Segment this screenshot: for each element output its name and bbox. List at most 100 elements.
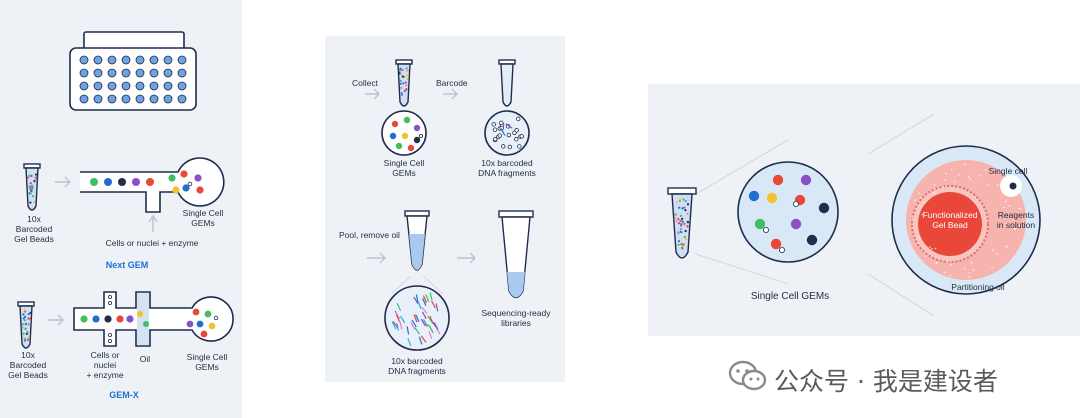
bead-dot — [806, 234, 818, 246]
bead-dot — [413, 136, 421, 144]
bead-dot — [26, 176, 29, 179]
sequencing-libraries-label: Sequencing-ready libraries — [481, 308, 551, 328]
bead-dot — [26, 338, 30, 341]
reagent-dot — [950, 263, 952, 266]
bead-dot — [678, 206, 681, 209]
reagent-dot — [991, 266, 993, 269]
chip-well — [107, 55, 117, 65]
bead-dot — [680, 223, 683, 226]
cell-ring — [108, 300, 113, 305]
reagent-dot — [1005, 222, 1008, 225]
bead-dot — [196, 320, 204, 328]
cell-ring — [491, 122, 496, 127]
arrow-right-icon — [367, 252, 386, 264]
bead-dot — [24, 327, 27, 330]
dna-fragment — [500, 128, 506, 136]
reagent-dot — [1006, 246, 1008, 248]
bead-dot — [21, 326, 24, 329]
bead-dot — [132, 178, 140, 186]
chip-well — [121, 81, 131, 91]
bead-dot — [30, 190, 33, 193]
bead-dot — [27, 317, 30, 320]
arrow-right-icon — [443, 88, 458, 100]
reagent-dot — [968, 272, 971, 274]
bead-dot — [748, 190, 760, 202]
gel-bead-tube-icon — [667, 187, 697, 259]
gel-beads-label: 10x Barcoded Gel Beads — [14, 214, 54, 244]
chip-workflow-panel: 10x Barcoded Gel Beads Single Cell GEMs … — [0, 0, 242, 418]
cells-enzyme-label: Cells or nuclei + enzyme — [86, 350, 124, 380]
dna-fragment — [425, 294, 430, 303]
reagent-dot — [943, 271, 946, 274]
chip-well — [149, 81, 159, 91]
gel-bead-tube-icon-1 — [23, 163, 41, 211]
dna-fragment — [420, 318, 426, 327]
bead-dot — [403, 89, 406, 93]
arrow-right-icon — [48, 314, 64, 326]
reagent-dot — [950, 168, 953, 171]
bead-dot — [137, 311, 143, 317]
next-gem-channel — [80, 157, 225, 232]
chip-well — [163, 55, 173, 65]
bead-dot — [679, 214, 683, 217]
bead-dot — [683, 235, 686, 239]
reagent-dot — [964, 267, 966, 270]
dna-fragment — [410, 321, 416, 330]
chip-well — [79, 94, 89, 104]
cells-enzyme-label: Cells or nuclei + enzyme — [105, 238, 199, 248]
single-cell-gems-label: Single Cell GEMs — [182, 208, 224, 228]
dna-fragment — [427, 315, 433, 323]
bead-dot — [399, 82, 402, 85]
chip-well — [93, 55, 103, 65]
bead-dot — [23, 315, 27, 318]
bead-dot — [29, 311, 32, 314]
bead-dot — [677, 232, 680, 235]
bead-dot — [772, 174, 784, 186]
chip-well — [177, 68, 187, 78]
cell-ring — [108, 294, 113, 299]
bead-dot — [104, 315, 112, 323]
dna-fragment — [396, 303, 402, 311]
bead-dot — [90, 178, 98, 186]
bead-dot — [681, 207, 684, 210]
reagent-dot — [918, 236, 921, 239]
dna-fragment — [428, 330, 433, 339]
reagent-dot — [1019, 224, 1021, 227]
reagent-dot — [923, 202, 925, 204]
reagent-dot — [963, 163, 966, 166]
bead-dot — [395, 142, 403, 150]
reagent-dot — [972, 268, 975, 271]
bead-dot — [683, 206, 686, 209]
bead-dot — [681, 217, 684, 221]
bead-dot — [399, 79, 402, 83]
reagent-dot — [1003, 184, 1006, 186]
bead-dot — [400, 93, 404, 97]
cell-ring — [213, 315, 219, 321]
pool-remove-oil-label: Pool, remove oil — [339, 230, 400, 240]
bead-dot — [770, 238, 782, 250]
reagent-dot — [929, 246, 931, 248]
dna-fragment — [420, 335, 427, 343]
cell-ring — [517, 144, 522, 149]
dna-fragment — [417, 301, 422, 310]
bead-dot — [675, 201, 678, 204]
library-prep-panel: Collect Barcode Single Cell GEMs 10x bar… — [325, 36, 565, 382]
reagent-dot — [984, 169, 987, 172]
bead-dot — [28, 317, 32, 320]
cell-ring — [419, 134, 424, 139]
gem-tube-icon — [386, 59, 422, 125]
chip-well — [149, 55, 159, 65]
bead-dot — [172, 186, 180, 194]
bead-dot — [677, 222, 681, 225]
bead-dot — [677, 243, 680, 246]
bead-dot — [34, 173, 38, 176]
bead-dot — [204, 310, 212, 318]
bead-dot — [679, 219, 682, 222]
chip-well — [163, 94, 173, 104]
chip-well — [135, 94, 145, 104]
reagent-dot — [1003, 206, 1005, 209]
reagent-dot — [970, 261, 973, 264]
bead-dot — [23, 319, 26, 322]
bead-dot — [22, 332, 25, 335]
dna-fragment — [422, 319, 429, 327]
